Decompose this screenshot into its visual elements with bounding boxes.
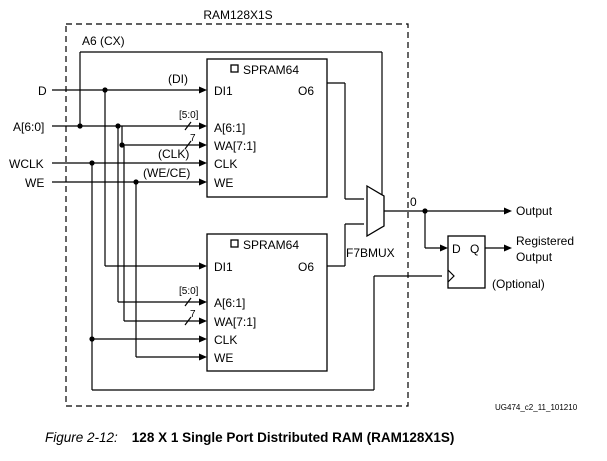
bus-50-top-label: [5:0]	[179, 110, 199, 121]
output-label: Output	[516, 204, 553, 218]
zero-label: 0	[410, 195, 417, 209]
input-a-label: A[6:0]	[13, 120, 44, 134]
figure-caption: Figure 2-12: 128 X 1 Single Port Distribu…	[45, 430, 454, 445]
input-wclk-label: WCLK	[9, 157, 44, 171]
ram128x1s-diagram: RAM128X1S SPRAM64 DI1 O6 A[6:1] WA[7:1] …	[9, 8, 578, 412]
dff-optional-label: (Optional)	[492, 277, 545, 291]
dff-optional: D Q (Optional)	[447, 235, 545, 291]
spram-bottom-o6: O6	[298, 260, 314, 274]
registered-output-label-2: Output	[516, 250, 553, 264]
dff-d-label: D	[452, 242, 461, 256]
block-title: RAM128X1S	[203, 8, 272, 22]
input-we-label: WE	[25, 176, 44, 190]
spram-top-a: A[6:1]	[214, 121, 245, 135]
spram-top-wa: WA[7:1]	[214, 139, 256, 153]
input-d-label: D	[38, 84, 47, 98]
spram64-bottom: SPRAM64 DI1 O6 A[6:1] WA[7:1] CLK WE	[206, 233, 328, 372]
spram-top-di: DI1	[214, 84, 233, 98]
spram-top-we: WE	[214, 176, 233, 190]
clk-signal-label: (CLK)	[158, 147, 189, 161]
spram64-top: SPRAM64 DI1 O6 A[6:1] WA[7:1] CLK WE	[206, 58, 328, 198]
wece-signal-label: (WE/CE)	[143, 166, 190, 180]
bus-50-bottom-label: [5:0]	[179, 286, 199, 297]
figure-number: Figure 2-12:	[45, 430, 118, 445]
junction-dots	[77, 87, 428, 342]
figure-title: 128 X 1 Single Port Distributed RAM (RAM…	[131, 430, 455, 445]
registered-output-label-1: Registered	[516, 234, 574, 248]
arrow-heads	[199, 86, 512, 361]
wiring	[52, 51, 504, 391]
bus-7-top-label: 7	[190, 133, 196, 144]
f7bmux: F7BMUX	[346, 184, 395, 260]
spram-top-clk: CLK	[214, 157, 237, 171]
spram-bottom-di: DI1	[214, 260, 233, 274]
ram128x1s-boundary	[65, 23, 409, 407]
bus-slashes	[184, 121, 192, 326]
doc-id: UG474_c2_11_101210	[495, 403, 578, 412]
spram-bottom-we: WE	[214, 351, 233, 365]
di-signal-label: (DI)	[168, 72, 188, 86]
spram-top-title: SPRAM64	[243, 63, 299, 77]
bus-7-bottom-label: 7	[190, 309, 196, 320]
dff-q-label: Q	[470, 242, 479, 256]
spram-bottom-wa: WA[7:1]	[214, 315, 256, 329]
mux-label: F7BMUX	[346, 246, 395, 260]
spram-bottom-a: A[6:1]	[214, 296, 245, 310]
spram-bottom-title: SPRAM64	[243, 238, 299, 252]
a6-cx-label: A6 (CX)	[82, 34, 125, 48]
spram-bottom-clk: CLK	[214, 333, 237, 347]
spram-top-o6: O6	[298, 84, 314, 98]
